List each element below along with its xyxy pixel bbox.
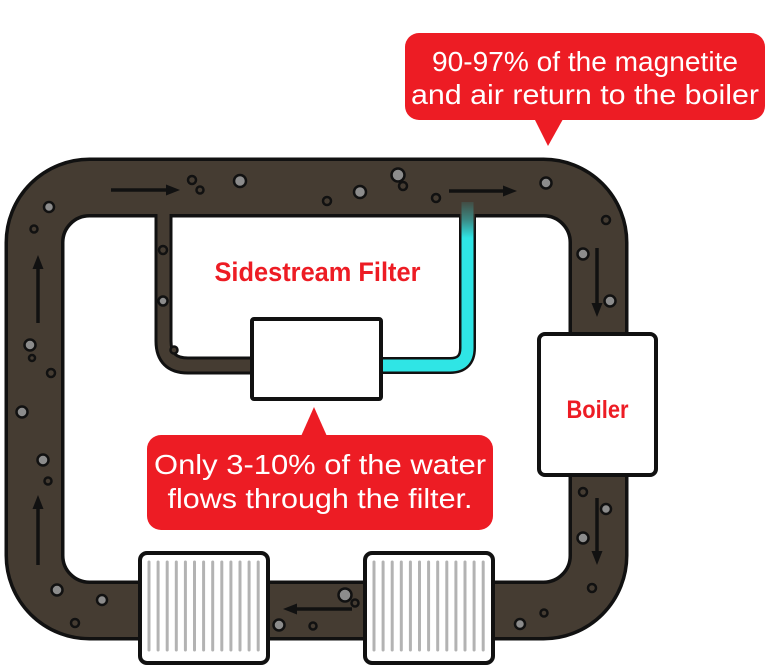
boiler-box: Boiler — [537, 332, 658, 477]
flow-arrow-down-icon-upper — [591, 248, 603, 317]
boiler-label: Boiler — [567, 396, 629, 424]
flow-arrow-right-icon-1 — [111, 184, 180, 196]
callout-bottom: Only 3-10% of the water flows through th… — [147, 407, 493, 530]
flow-arrow-up-icon-upper — [32, 255, 44, 323]
callout-bottom-tail — [298, 407, 330, 443]
callout-bottom-line1: Only 3-10% of the water — [154, 449, 486, 480]
flow-arrow-left-icon — [283, 603, 352, 615]
callout-top-line1: 90-97% of the magnetite — [432, 46, 738, 77]
bubbles-dark — [27, 174, 612, 631]
radiator-left — [138, 551, 270, 665]
radiator-right — [363, 551, 495, 665]
clean-water-fade — [460, 197, 475, 238]
sidestream-branch-pipe — [157, 206, 254, 372]
radiator-left-fins — [147, 560, 260, 652]
flow-arrow-down-icon-lower — [591, 498, 603, 565]
filter-box — [250, 317, 383, 401]
callout-top-line2: and air return to the boiler — [411, 79, 759, 110]
flow-arrow-up-icon-lower — [32, 495, 44, 565]
callout-bottom-line2: flows through the filter. — [168, 483, 473, 514]
flow-arrow-right-icon-2 — [449, 185, 517, 197]
callout-top: 90-97% of the magnetite and air return t… — [405, 33, 765, 146]
callout-top-tail — [531, 112, 567, 146]
radiator-right-fins — [372, 560, 485, 652]
bubbles-gray — [15, 167, 617, 632]
clean-water-pipe — [381, 202, 474, 372]
sidestream-filter-label: Sidestream Filter — [215, 257, 421, 287]
